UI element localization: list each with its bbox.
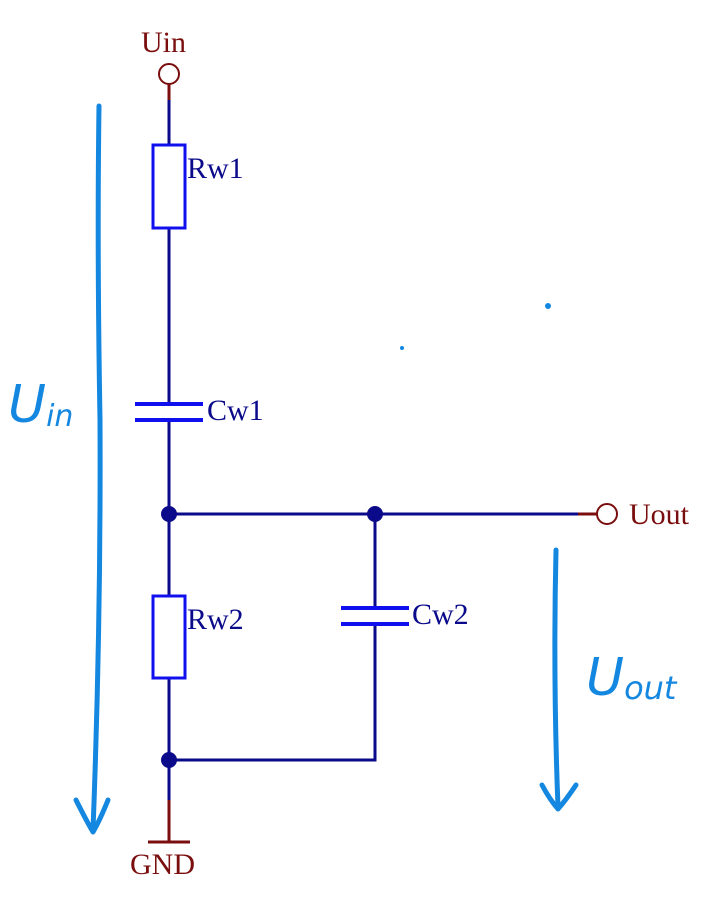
terminal-uin	[158, 63, 180, 100]
junction-dot-upper-left	[161, 506, 177, 522]
uin-terminal-label: Uin	[141, 26, 186, 59]
resistor-rw1	[151, 143, 187, 230]
capacitor-cw1	[135, 402, 203, 422]
uin-voltage-arrow	[73, 103, 111, 835]
cw1-label: Cw1	[207, 394, 264, 427]
junction-dot-upper-right	[367, 506, 383, 522]
junction-dot-lower-left	[161, 752, 177, 768]
stray-dot	[400, 346, 404, 350]
resistor-rw2	[151, 594, 187, 680]
capacitor-cw2	[341, 606, 409, 626]
uout-voltage-arrow	[539, 547, 579, 812]
uout-voltage-label: Uout	[586, 648, 678, 708]
stray-dot	[545, 303, 551, 309]
cw2-label: Cw2	[412, 598, 469, 631]
wires	[167, 82, 598, 844]
ground-symbol	[148, 800, 190, 844]
gnd-label: GND	[130, 848, 195, 881]
uin-voltage-label: Uin	[8, 375, 73, 435]
uout-terminal-label: Uout	[629, 498, 690, 531]
rw2-label: Rw2	[187, 603, 244, 636]
terminal-uout	[578, 503, 618, 525]
rw1-label: Rw1	[187, 152, 244, 185]
